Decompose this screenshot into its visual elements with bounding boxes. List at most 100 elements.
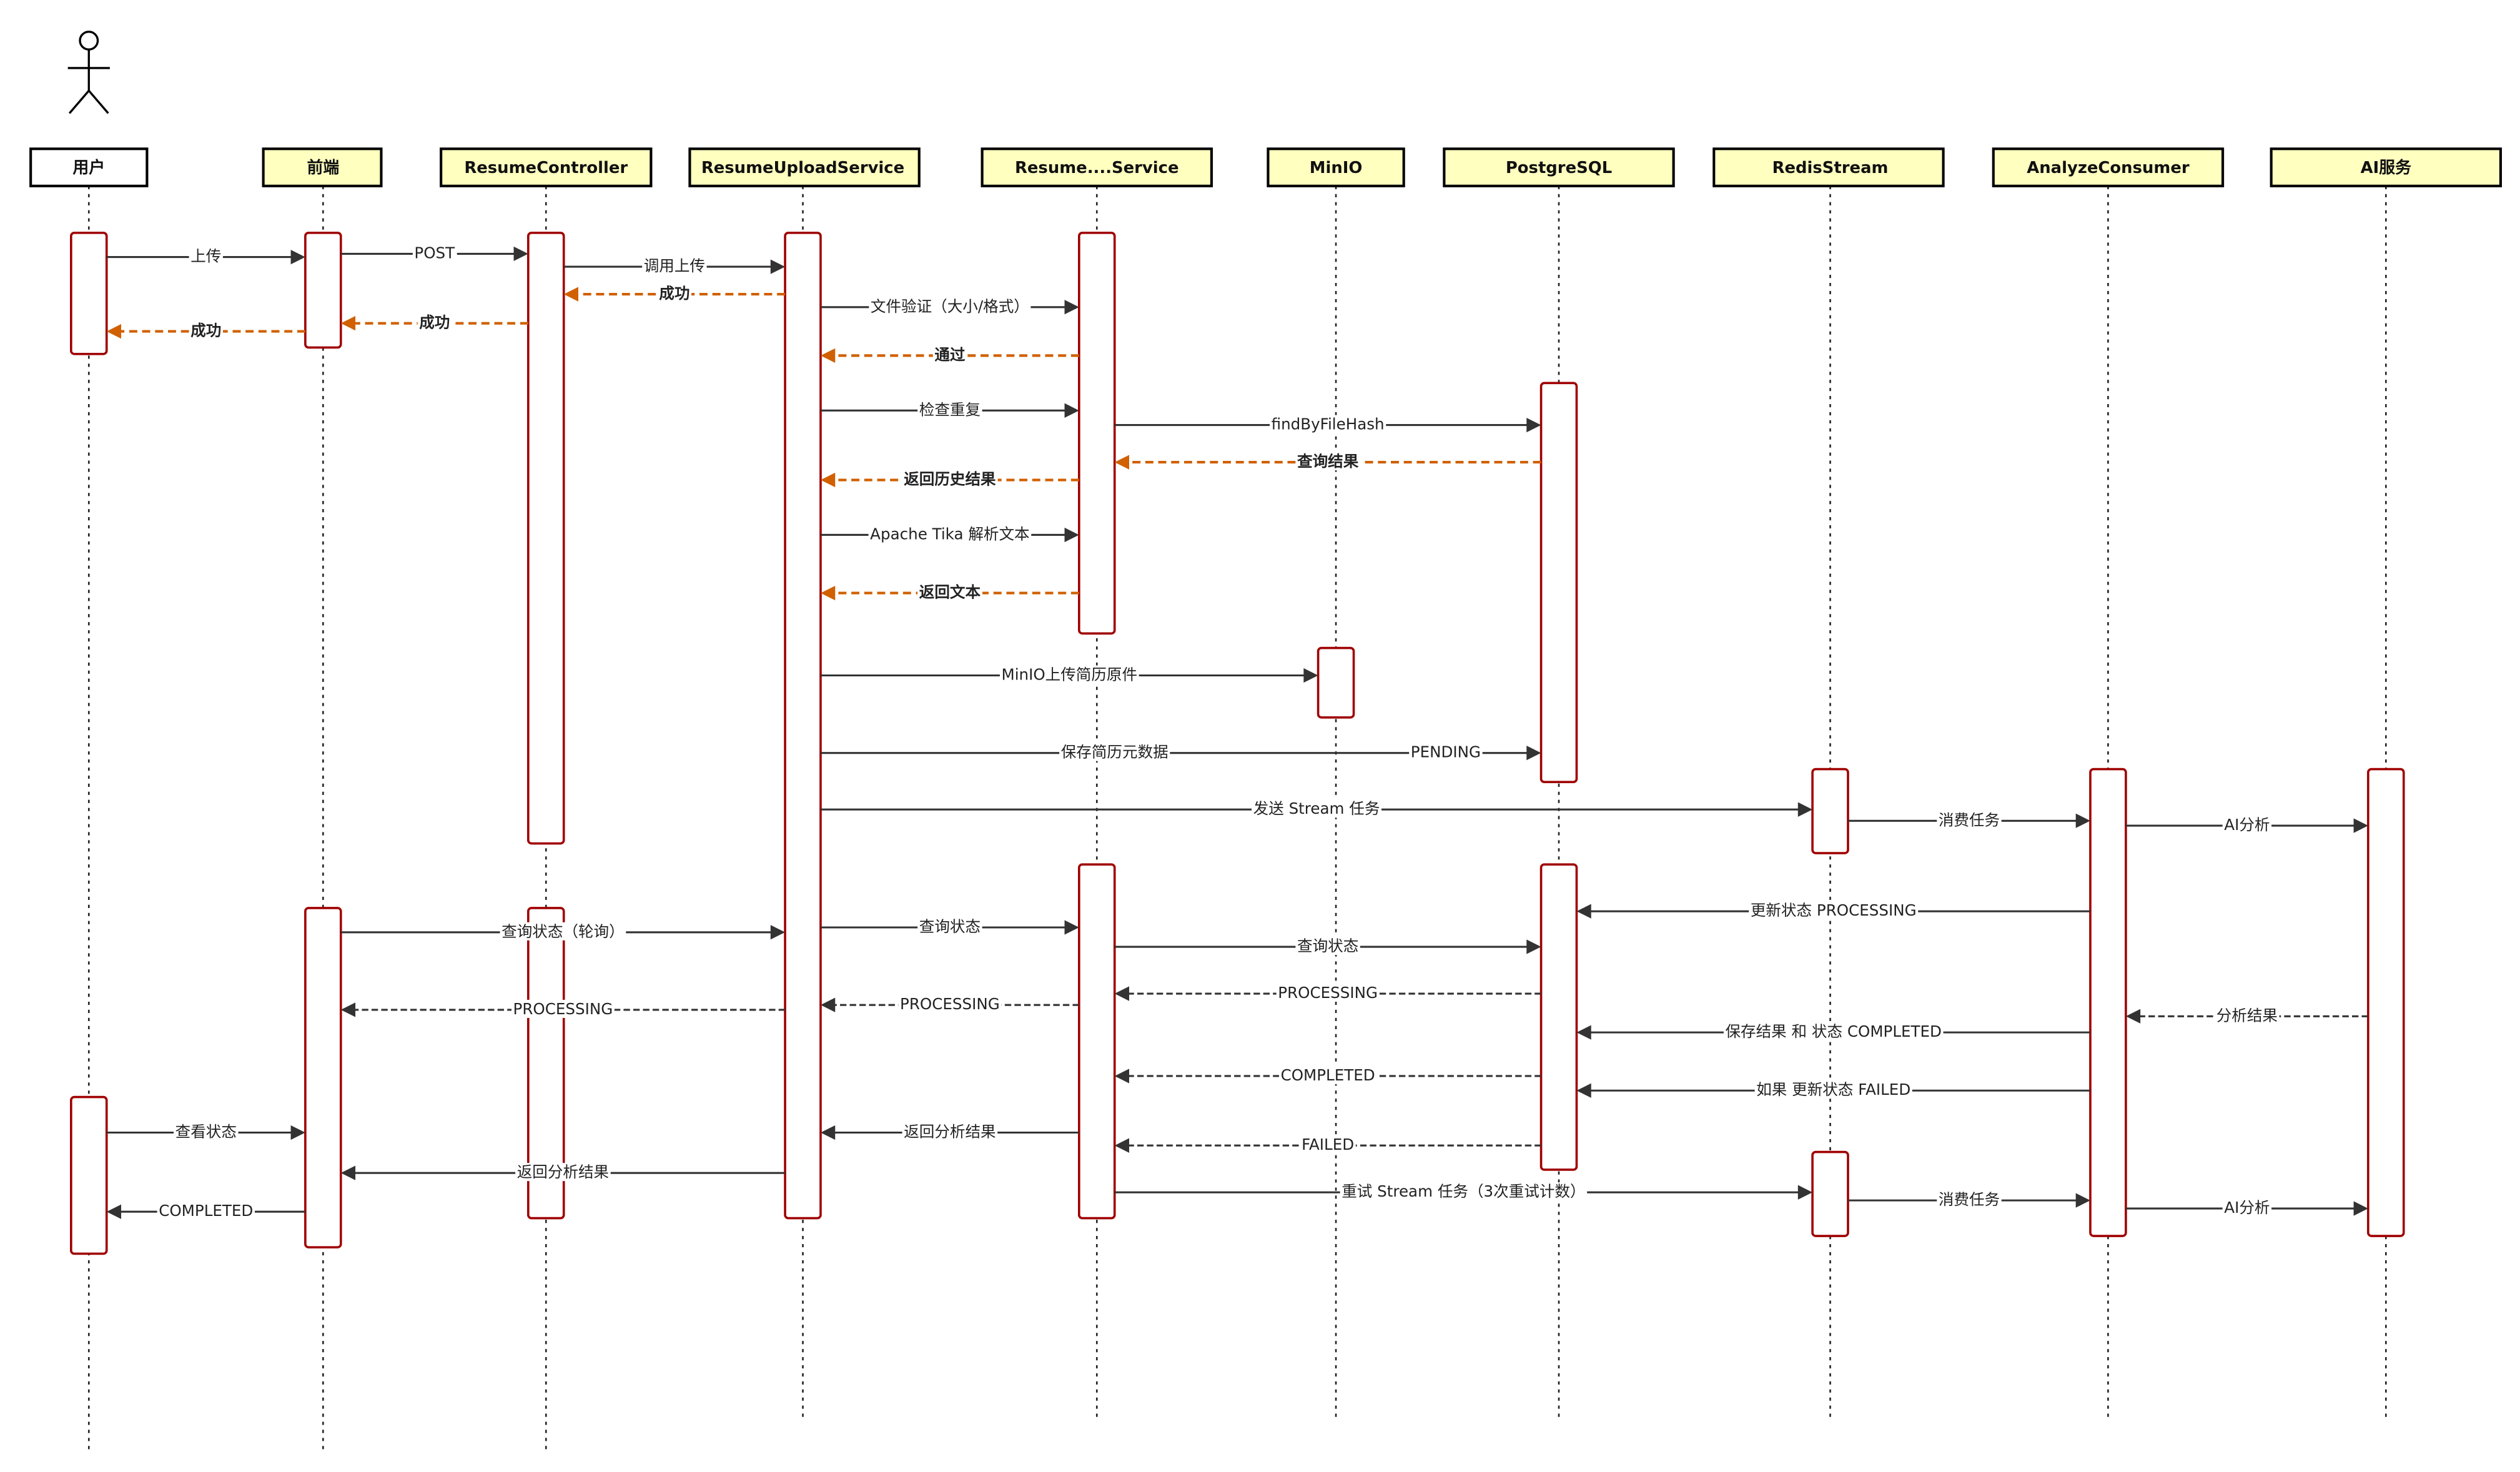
- participant-label: Resume....Service: [1015, 159, 1179, 177]
- message-arrow: [820, 997, 1079, 1012]
- arrowhead-icon: [1526, 417, 1541, 433]
- activation-bar: [2089, 768, 2127, 1237]
- arrowhead-icon: [1114, 1069, 1129, 1084]
- participant-box[interactable]: 前端: [262, 147, 383, 187]
- message-label: 调用上传: [644, 257, 705, 275]
- message-label: 通过: [934, 345, 966, 363]
- participant-box[interactable]: AnalyzeConsumer: [1992, 147, 2225, 187]
- message-label: 消费任务: [1939, 811, 2000, 829]
- message-label-bg: [1300, 1135, 1356, 1154]
- message-label-bg: [1409, 743, 1483, 761]
- message-label: PROCESSING: [900, 995, 1000, 1013]
- participant-box[interactable]: ResumeController: [440, 147, 653, 187]
- participant-rect: [1712, 147, 1945, 187]
- message-label-bg: [511, 999, 615, 1018]
- arrowhead-icon: [1526, 939, 1541, 954]
- message-label-bg: [1749, 901, 1919, 920]
- message-label: 返回分析结果: [517, 1163, 609, 1181]
- participant-box[interactable]: RedisStream: [1712, 147, 1945, 187]
- arrowhead-icon: [563, 287, 578, 302]
- participant-label: MinIO: [1310, 159, 1363, 177]
- participant-box[interactable]: 用户: [29, 147, 149, 187]
- arrowhead-icon: [2353, 1201, 2368, 1216]
- message-label-bg: [1295, 937, 1360, 956]
- message-label: 查看状态: [175, 1122, 237, 1140]
- message-arrow: [340, 316, 528, 331]
- activation-bar: [2367, 768, 2405, 1237]
- arrowhead-icon: [820, 472, 836, 488]
- activation-bar: [1539, 863, 1578, 1171]
- arrowhead-icon: [290, 1125, 305, 1140]
- message-label-bg: [917, 917, 982, 936]
- participant-label: AI服务: [2361, 159, 2411, 177]
- arrowhead-icon: [106, 324, 121, 339]
- arrowhead-icon: [770, 259, 786, 274]
- message-label: AI分析: [2224, 816, 2270, 834]
- message-label-bg: [2222, 816, 2272, 834]
- message-label: FAILED: [1302, 1135, 1354, 1153]
- message-label-bg: [1937, 811, 2002, 829]
- message-label-bg: [917, 400, 982, 419]
- arrowhead-icon: [770, 925, 786, 940]
- arrowhead-icon: [1576, 1025, 1591, 1040]
- participant-rect: [1443, 147, 1675, 187]
- message-label-bg: [412, 244, 457, 262]
- arrowhead-icon: [340, 1165, 356, 1180]
- activation-bar: [526, 231, 565, 845]
- message-label-bg: [868, 525, 1032, 543]
- message-label-bg: [1270, 415, 1386, 433]
- arrowhead-icon: [820, 997, 836, 1012]
- arrowhead-icon: [340, 1002, 356, 1017]
- message-label-bg: [932, 345, 967, 364]
- message-label-bg: [500, 922, 626, 941]
- arrowhead-icon: [1303, 668, 1318, 683]
- activation-bar: [1077, 231, 1116, 635]
- message-label: Apache Tika 解析文本: [870, 525, 1029, 543]
- participant-box[interactable]: MinIO: [1267, 147, 1405, 187]
- participant-box[interactable]: ResumeUploadService: [688, 147, 921, 187]
- activation-bar: [1317, 646, 1355, 719]
- message-label-bg: [1059, 743, 1170, 761]
- message-label-bg: [1252, 799, 1381, 818]
- message-label: 成功: [659, 284, 689, 302]
- arrowhead-icon: [820, 1125, 836, 1140]
- message-label-bg: [189, 321, 223, 340]
- arrowhead-icon: [1576, 904, 1591, 919]
- message-label: 保存简历元数据: [1061, 743, 1169, 761]
- message-label: 返回文本: [919, 583, 981, 601]
- arrowhead-icon: [1114, 1138, 1129, 1153]
- activation-bar: [1539, 382, 1578, 784]
- participant-label: AnalyzeConsumer: [2027, 159, 2190, 177]
- message-label-bg: [869, 297, 1031, 315]
- participant-rect: [1992, 147, 2225, 187]
- message-label: COMPLETED: [159, 1202, 253, 1220]
- message-label: AI分析: [2224, 1198, 2270, 1217]
- activation-bar: [69, 231, 108, 355]
- participant-box[interactable]: PostgreSQL: [1443, 147, 1675, 187]
- arrowhead-icon: [1064, 920, 1079, 935]
- message-label-bg: [174, 1122, 239, 1141]
- arrowhead-icon: [340, 316, 356, 331]
- arrowhead-icon: [106, 1204, 121, 1219]
- message-label-bg: [515, 1163, 611, 1182]
- activation-bar: [69, 1095, 108, 1255]
- message-label: 更新状态 PROCESSING: [1751, 901, 1917, 919]
- participant-box[interactable]: AI服务: [2270, 147, 2503, 187]
- message-label-bg: [1278, 1065, 1377, 1084]
- message-label: PROCESSING: [513, 1000, 613, 1018]
- message-label: COMPLETED: [1281, 1066, 1375, 1084]
- arrowhead-icon: [1114, 455, 1129, 470]
- activation-bar: [1811, 768, 1849, 854]
- participant-rect: [688, 147, 921, 187]
- message-label-bg: [902, 470, 998, 488]
- arrowhead-icon: [1064, 403, 1079, 418]
- arrowhead-icon: [1064, 300, 1079, 315]
- arrowhead-icon: [2075, 1193, 2090, 1208]
- message-label-bg: [157, 1202, 255, 1220]
- message-label: 查询结果: [1297, 452, 1359, 470]
- participant-label: ResumeController: [464, 159, 628, 177]
- participant-box[interactable]: Resume....Service: [981, 147, 1213, 187]
- arrowhead-icon: [2125, 1009, 2141, 1024]
- message-label: 重试 Stream 任务（3次重试计数）: [1342, 1182, 1585, 1200]
- message-label-bg: [999, 665, 1139, 684]
